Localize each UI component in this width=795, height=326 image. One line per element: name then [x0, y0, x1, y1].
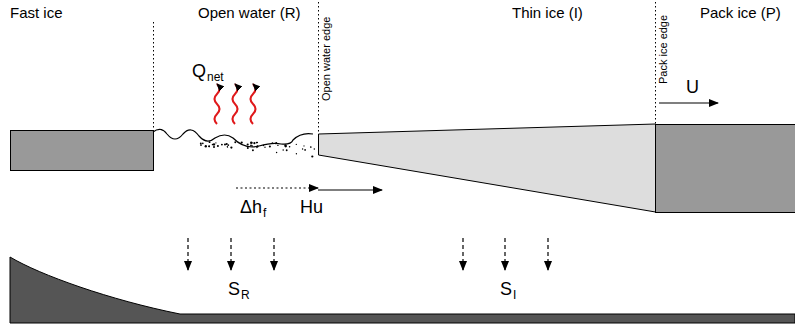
transport-arrow: [318, 189, 382, 190]
region-label: Thin ice (I): [512, 5, 583, 20]
boundary-line: [153, 22, 154, 130]
salt-flux-arrows: [188, 238, 548, 270]
growth-arrow: [236, 187, 318, 188]
velocity-symbol: U: [686, 78, 699, 96]
salt-flux-symbol: S: [500, 280, 512, 298]
subscript: R: [241, 289, 250, 301]
subscript: I: [513, 289, 516, 301]
flux-symbol: Q: [192, 62, 206, 80]
frazil-dots: [200, 141, 315, 157]
boundary-line: [318, 2, 319, 133]
edge-label: Pack ice edge: [658, 15, 669, 84]
region-label: Fast ice: [10, 5, 63, 20]
water-surface: [153, 129, 313, 147]
thin-ice-wedge: [319, 124, 656, 212]
salt-flux-symbol: S: [228, 280, 240, 298]
transport-symbol: Hu: [300, 198, 323, 216]
region-label: Open water (R): [198, 5, 301, 20]
pack-ice-block: [656, 125, 795, 213]
salinity-profile: [10, 257, 795, 323]
region-label: Pack ice (P): [700, 5, 781, 20]
heat-flux-arrows: [215, 84, 256, 124]
drift-arrow: [659, 102, 718, 103]
growth-symbol: Δh: [240, 198, 262, 216]
boundary-line: [655, 2, 656, 124]
subscript: net: [207, 71, 224, 83]
edge-label: Open water edge: [321, 17, 332, 101]
subscript: f: [263, 207, 266, 219]
fast-ice-block: [11, 131, 154, 171]
